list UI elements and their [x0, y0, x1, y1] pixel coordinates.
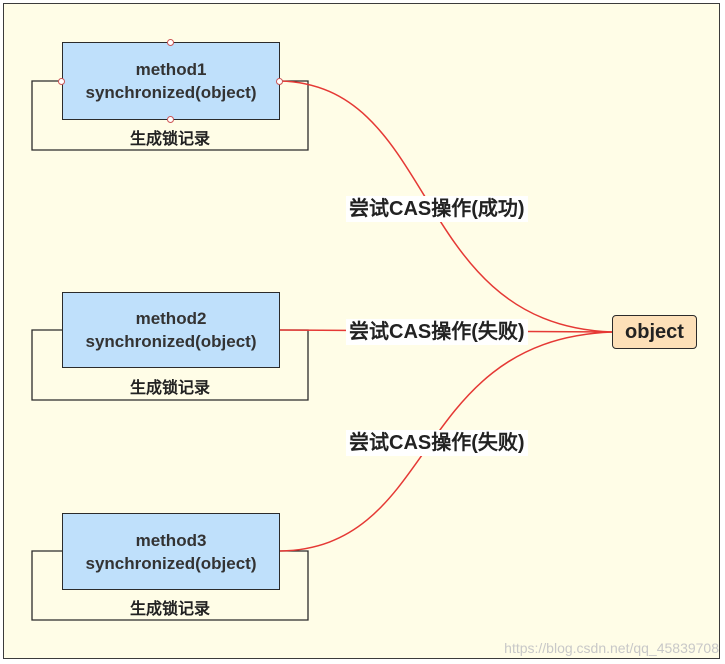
lock-record-loop-3	[31, 550, 309, 621]
method2-box[interactable]: method2 synchronized(object)	[62, 292, 280, 368]
method2-name: method2	[135, 309, 207, 328]
selection-handle-bottom[interactable]	[167, 116, 174, 123]
method1-name: method1	[135, 60, 207, 79]
edge-label-fail-2: 尝试CAS操作(失败)	[346, 319, 528, 345]
selection-handle-right[interactable]	[276, 78, 283, 85]
object-node[interactable]: object	[612, 315, 697, 349]
method1-call: synchronized(object)	[85, 83, 257, 102]
lock-record-label-2: 生成锁记录	[129, 380, 210, 397]
method1-box[interactable]: method1 synchronized(object)	[62, 42, 280, 120]
lock-record-label-1: 生成锁记录	[129, 131, 210, 148]
selection-handle-left[interactable]	[58, 78, 65, 85]
method2-call: synchronized(object)	[85, 332, 257, 351]
method3-name: method3	[135, 530, 207, 550]
selection-handle-top[interactable]	[167, 39, 174, 46]
method3-box[interactable]: method3 synchronized(object)	[62, 513, 280, 590]
method3-call: synchronized(object)	[85, 553, 257, 573]
lock-record-loop-1	[31, 80, 309, 151]
lock-record-label-3: 生成锁记录	[129, 601, 210, 618]
edge-label-success: 尝试CAS操作(成功)	[346, 196, 528, 222]
watermark: https://blog.csdn.net/qq_45839708	[504, 640, 719, 656]
edge-label-fail-3: 尝试CAS操作(失败)	[346, 430, 528, 456]
